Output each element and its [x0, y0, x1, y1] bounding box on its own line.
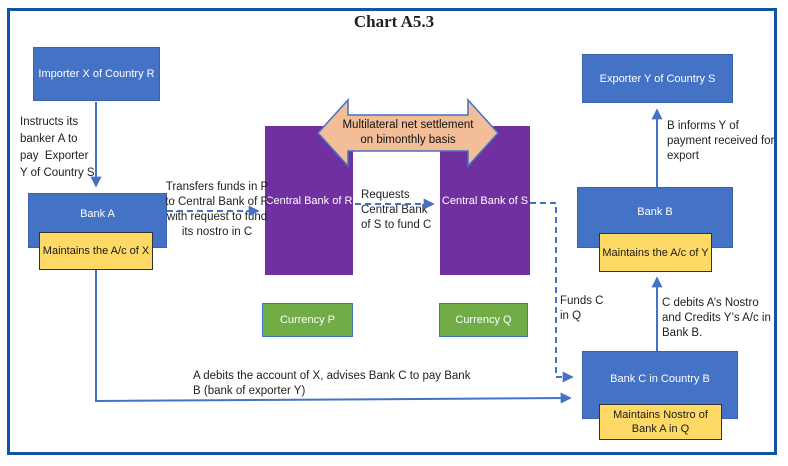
- chart-title: Chart A5.3: [353, 12, 435, 31]
- annotation-instructs-banker: Instructs its banker A to pay Exporter Y…: [20, 116, 95, 179]
- annotation-funds-c-in-q: Funds C in Q: [560, 295, 604, 322]
- annotation-a-debits-account: A debits the account of X, advises Bank …: [193, 370, 471, 397]
- node-central-bank-r: Central Bank of R: [265, 126, 353, 275]
- annotation-requests-fund-c: Requests Central Bank of S to fund C: [361, 189, 432, 231]
- node-maintains-ac-of-x: Maintains the A/c of X: [39, 232, 153, 270]
- settlement-arrow-label: Multilateral net settlement on bimonthly…: [342, 119, 474, 146]
- node-exporter-y: Exporter Y of Country S: [582, 54, 733, 103]
- annotation-c-debits-nostro: C debits A’s Nostro and Credits Y’s A/c …: [662, 297, 771, 339]
- annotation-transfers-funds: Transfers funds in P to Central Bank of …: [165, 181, 269, 238]
- node-maintains-nostro: Maintains Nostro of Bank A in Q: [599, 404, 722, 440]
- annotation-b-informs-y: B informs Y of payment received for expo…: [667, 120, 775, 162]
- node-maintains-ac-of-y: Maintains the A/c of Y: [599, 233, 712, 272]
- node-importer-x: Importer X of Country R: [33, 47, 160, 101]
- node-currency-p: Currency P: [262, 303, 353, 337]
- chart-frame: [7, 8, 777, 455]
- node-currency-q: Currency Q: [439, 303, 528, 337]
